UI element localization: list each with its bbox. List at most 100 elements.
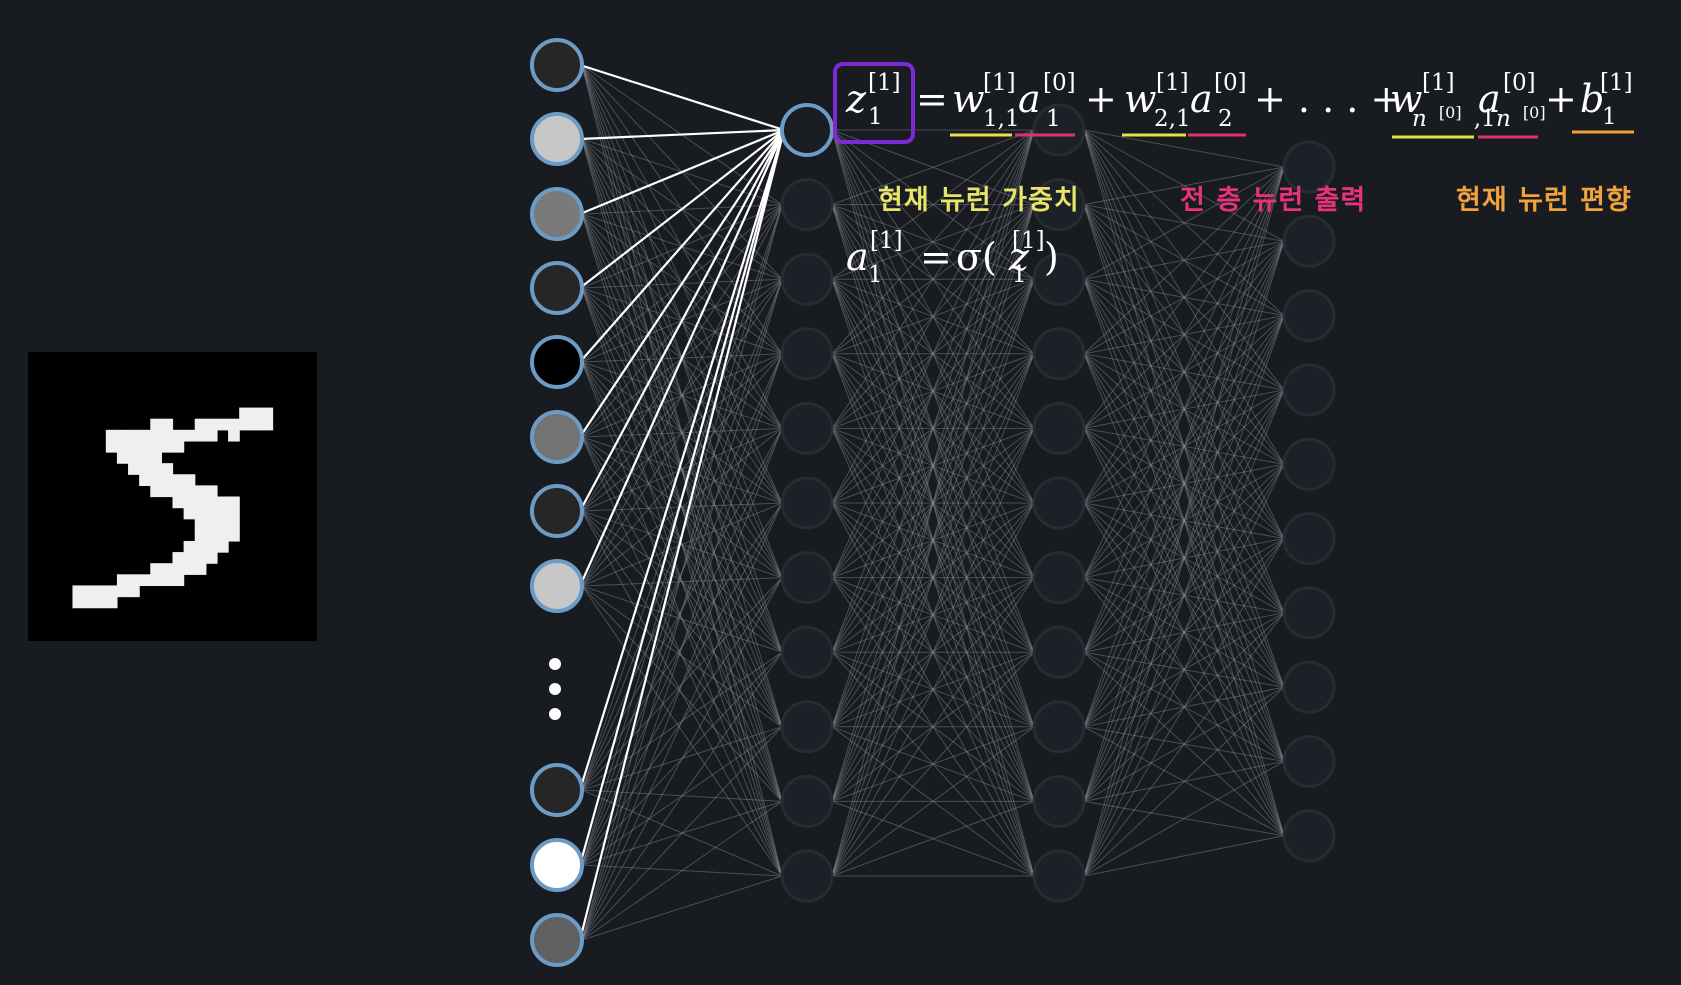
connection-hidden1-hidden2: [831, 278, 1035, 355]
connection-input-hidden1: [581, 287, 783, 728]
connection-hidden1-hidden2: [831, 428, 1035, 802]
connection-hidden2-output: [1083, 577, 1285, 837]
connection-hidden1-hidden2: [831, 428, 1035, 728]
connection-hidden2-output: [1083, 577, 1285, 762]
digit-pixel: [94, 585, 107, 598]
connection-input-hidden1: [581, 353, 783, 438]
connection-hidden2-output: [1083, 129, 1285, 762]
digit-pixel: [116, 429, 129, 442]
connection-input-hidden1: [581, 278, 783, 587]
connection-input-hidden1: [581, 287, 783, 653]
output-neuron: [1282, 660, 1336, 714]
connection-input-hidden1: [581, 436, 783, 504]
digit-pixel: [161, 463, 174, 475]
connection-hidden2-output: [1083, 612, 1285, 728]
connection-input-hidden1: [581, 510, 783, 653]
connection-hidden1-hidden2: [831, 279, 1035, 877]
connection-input-hidden1: [581, 353, 783, 866]
connection-hidden1-hidden2: [831, 427, 1035, 579]
connection-hidden1-hidden2: [831, 502, 1035, 579]
a1-symbol: a: [1018, 77, 1041, 121]
connection-hidden2-output: [1083, 240, 1285, 280]
act-a-sup: [1]: [870, 228, 903, 254]
digit-pixel: [205, 507, 218, 520]
connection-hidden1-hidden2: [831, 278, 1035, 429]
hidden2-neuron: [1032, 252, 1086, 306]
digit-pixel: [161, 474, 174, 486]
connection-hidden1-hidden2: [831, 204, 1035, 578]
input-neuron: [530, 410, 584, 464]
digit-pixel: [216, 507, 229, 520]
connection-hidden1-hidden2: [831, 204, 1035, 578]
connection-hidden1-hidden2: [831, 502, 1035, 802]
connection-hidden1-hidden2: [831, 204, 1035, 280]
active-connection: [579, 128, 785, 216]
connection-hidden2-output: [1083, 204, 1285, 391]
connection-input-hidden1: [581, 353, 783, 941]
connection-hidden1-hidden2: [831, 353, 1035, 578]
digit-pixel: [72, 596, 85, 609]
connection-hidden1-hidden2: [831, 204, 1035, 727]
connection-input-hidden1: [581, 510, 783, 802]
connection-hidden1-hidden2: [831, 129, 1035, 653]
digit-pixel: [205, 418, 218, 431]
ellipsis-dot: [549, 658, 561, 670]
connection-hidden1-hidden2: [831, 502, 1035, 877]
connection-hidden1-hidden2: [831, 428, 1035, 877]
connection-hidden1-hidden2: [831, 129, 1035, 578]
digit-pixel: [172, 485, 185, 498]
connection-hidden2-output: [1083, 389, 1285, 877]
connection-hidden2-output: [1083, 240, 1285, 504]
connection-hidden1-hidden2: [831, 129, 1035, 504]
digit-pixel: [139, 429, 151, 442]
digit-pixel: [194, 418, 207, 431]
connection-hidden1-hidden2: [831, 577, 1035, 728]
digit-pixel: [150, 463, 162, 475]
connection-hidden2-output: [1083, 651, 1285, 688]
connection-hidden1-hidden2: [831, 502, 1035, 653]
connection-input-hidden1: [581, 800, 783, 941]
digit-pixel: [172, 440, 185, 453]
input-neuron: [530, 38, 584, 92]
connection-hidden2-output: [1083, 166, 1285, 504]
connection-input-hidden1: [581, 502, 783, 791]
digit-pixel: [228, 429, 240, 442]
connection-hidden2-output: [1083, 835, 1285, 877]
digit-pixel: [228, 507, 240, 520]
connection-hidden1-hidden2: [831, 204, 1035, 877]
digit-pixel: [183, 552, 196, 564]
connection-hidden2-output: [1083, 463, 1285, 802]
input-neuron: [530, 838, 584, 892]
svg-text:a [0] n [0]: a [0] n [0]: [1478, 55, 1548, 135]
connection-hidden2-output: [1083, 353, 1285, 688]
connection-input-hidden1: [581, 864, 783, 877]
connection-hidden2-output: [1083, 315, 1285, 504]
svg-text:w [1] n [0]: w [1] n [0] ,1: [1390, 55, 1496, 135]
digit-pixel: [116, 452, 129, 464]
connection-input-hidden1: [581, 353, 783, 512]
connection-hidden2-output: [1083, 389, 1285, 429]
digit-pixel: [161, 574, 174, 587]
connection-hidden1-hidden2: [831, 651, 1035, 728]
digit-pixel: [183, 474, 196, 486]
connection-hidden2-output: [1083, 502, 1285, 762]
highlighted-hidden-neuron: [780, 103, 834, 157]
connection-hidden2-output: [1083, 204, 1285, 539]
connection-hidden1-hidden2: [831, 502, 1035, 802]
active-connection: [579, 129, 785, 363]
connection-hidden2-output: [1083, 463, 1285, 653]
connection-hidden2-output: [1083, 463, 1285, 504]
digit-pixel: [228, 529, 240, 542]
connection-hidden1-hidden2: [831, 353, 1035, 504]
connection-input-hidden1: [581, 427, 783, 512]
connection-hidden1-hidden2: [831, 726, 1035, 802]
connection-hidden2-output: [1083, 241, 1285, 653]
connection-input-hidden1: [581, 577, 783, 587]
connection-hidden2-output: [1083, 166, 1285, 727]
connection-hidden2-output: [1083, 241, 1285, 727]
connection-hidden1-hidden2: [831, 204, 1035, 429]
connection-hidden1-hidden2: [831, 129, 1035, 429]
digit-pixel: [194, 529, 207, 542]
faint-connections: [581, 64, 1285, 941]
